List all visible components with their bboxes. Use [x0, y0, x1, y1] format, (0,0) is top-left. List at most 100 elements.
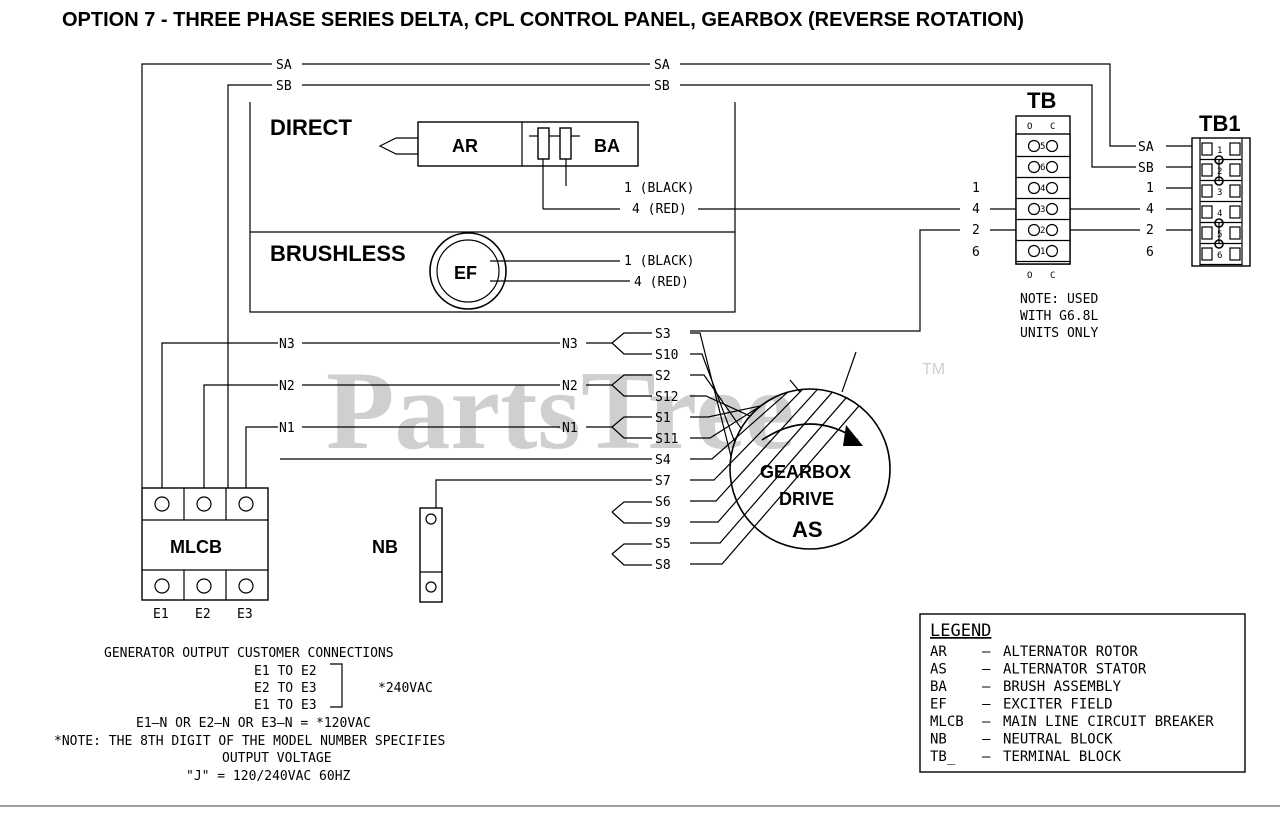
tb1-terminal-number: 4: [1217, 209, 1222, 219]
stator-line2: DRIVE: [779, 489, 834, 509]
tb-screw-icon: [1045, 202, 1059, 216]
stator-lead-label: S12: [655, 390, 678, 405]
tb1-label: TB1: [1199, 111, 1241, 136]
sb-label-right: SB: [1138, 161, 1154, 176]
tb-note-line2: WITH G6.8L: [1020, 309, 1098, 324]
legend-description: TERMINAL BLOCK: [1003, 749, 1122, 765]
tb-screw-icon: [1027, 160, 1041, 174]
stator-lead-wire: [690, 397, 847, 544]
legend-dash: –: [982, 697, 991, 713]
tb-col-c-bottom: C: [1050, 271, 1055, 281]
n1-label-left: N1: [279, 421, 295, 436]
tb1-terminal-icon: [1201, 142, 1213, 156]
tb-screw-icon: [1027, 139, 1041, 153]
stator-lead-wire: [690, 353, 736, 443]
tb-left-6: 6: [972, 245, 980, 260]
neutral-wires: [161, 342, 612, 488]
stator-lead-wire: [690, 397, 775, 439]
direct-label: DIRECT: [270, 115, 352, 140]
tb1-terminal-icon: [1201, 205, 1213, 219]
legend-description: ALTERNATOR STATOR: [1003, 662, 1147, 678]
stator-lead-wire: [690, 388, 803, 481]
tb-col-o: O: [1027, 122, 1032, 132]
tb-screw-icon: [1045, 139, 1059, 153]
sa-label-right: SA: [1138, 140, 1154, 155]
alternator-stator: [729, 388, 891, 550]
stator-junctions: [280, 332, 652, 566]
legend-code: AR: [930, 644, 947, 660]
legend-dash: –: [982, 732, 991, 748]
watermark: PartsTree: [326, 349, 795, 473]
tb-col-c: C: [1050, 122, 1055, 132]
tb-screw-icon: [1027, 181, 1041, 195]
exciter-label: EF: [454, 263, 477, 283]
direct-wire4-label: 4 (RED): [632, 202, 687, 217]
rotor-panel-frame: [249, 102, 736, 313]
stator-line3: AS: [792, 517, 823, 542]
rotor-brush-assembly: [378, 121, 960, 210]
legend-dash: –: [982, 662, 991, 678]
sb-label-mid: SB: [654, 79, 670, 94]
direct-wire1-label: 1 (BLACK): [624, 181, 694, 196]
tb1-left-1: 1: [1146, 181, 1154, 196]
brush-label: BA: [594, 136, 620, 156]
tb1-jumpers: [1214, 155, 1224, 249]
tb1-terminal-icon: [1229, 205, 1241, 219]
tb-label: TB: [1027, 88, 1056, 113]
tb1-terminal-number: 1: [1217, 146, 1222, 156]
legend-code: AS: [930, 662, 947, 678]
tb-screw-icon: [1045, 223, 1059, 237]
tb1-terminal-icon: [1201, 247, 1213, 261]
stator-lead-wire: [690, 391, 789, 460]
stator-lead-wire: [690, 332, 732, 457]
legend-description: MAIN LINE CIRCUIT BREAKER: [1003, 714, 1214, 730]
mlcb-output-e1: E1: [153, 607, 169, 622]
tb-note-line3: UNITS ONLY: [1020, 326, 1098, 341]
tb-screw-icon: [1045, 160, 1059, 174]
watermark-trademark: TM: [922, 361, 945, 378]
output-note-line3: "J" = 120/240VAC 60HZ: [186, 769, 351, 784]
mlcb-output-e2: E2: [195, 607, 211, 622]
tb-screw-icon: [1027, 202, 1041, 216]
n3-label-left: N3: [279, 337, 295, 352]
tb-note-line1: NOTE: USED: [1020, 292, 1098, 307]
stator-lead-label: S8: [655, 558, 671, 573]
stator-lead-label: S10: [655, 348, 678, 363]
stator-lead-wire: [690, 388, 818, 502]
tb1-terminal-icon: [1229, 142, 1241, 156]
stator-lead-label: S4: [655, 453, 671, 468]
tb-terminal-number: 3: [1040, 205, 1045, 215]
stator-line1: GEARBOX: [760, 462, 851, 482]
tb-left-1: 1: [972, 181, 980, 196]
brushless-wire4-label: 4 (RED): [634, 275, 689, 290]
legend-title: LEGEND: [930, 621, 991, 641]
tb1-terminal-number: 6: [1217, 251, 1222, 261]
output-pair-1: E1 TO E2: [254, 664, 317, 679]
tb-block: [1015, 115, 1071, 265]
stator-lead-wire: [690, 391, 833, 523]
tb-col-o-bottom: O: [1027, 271, 1032, 281]
tb1-terminal-icon: [1229, 226, 1241, 240]
legend-dash: –: [982, 749, 991, 765]
output-heading: GENERATOR OUTPUT CUSTOMER CONNECTIONS: [104, 646, 394, 661]
stator-lead-label: S2: [655, 369, 671, 384]
mlcb-label: MLCB: [170, 537, 222, 557]
legend-dash: –: [982, 644, 991, 660]
legend-code: BA: [930, 679, 947, 695]
stator-lead-label: S5: [655, 537, 671, 552]
neutral-block: [419, 507, 443, 603]
tb-wires: [690, 187, 1192, 332]
tb-terminal-number: 1: [1040, 247, 1045, 257]
legend-description: NEUTRAL BLOCK: [1003, 732, 1113, 748]
output-notes: GENERATOR OUTPUT CUSTOMER CONNECTIONS E1…: [54, 646, 445, 784]
tb1-left-6: 6: [1146, 245, 1154, 260]
stator-lead-label: S7: [655, 474, 671, 489]
legend-dash: –: [982, 679, 991, 695]
sa-label-mid: SA: [654, 58, 670, 73]
exciter-field: [429, 232, 630, 310]
tb-left-4: 4: [972, 202, 980, 217]
sa-sb-wires: [141, 63, 1192, 488]
